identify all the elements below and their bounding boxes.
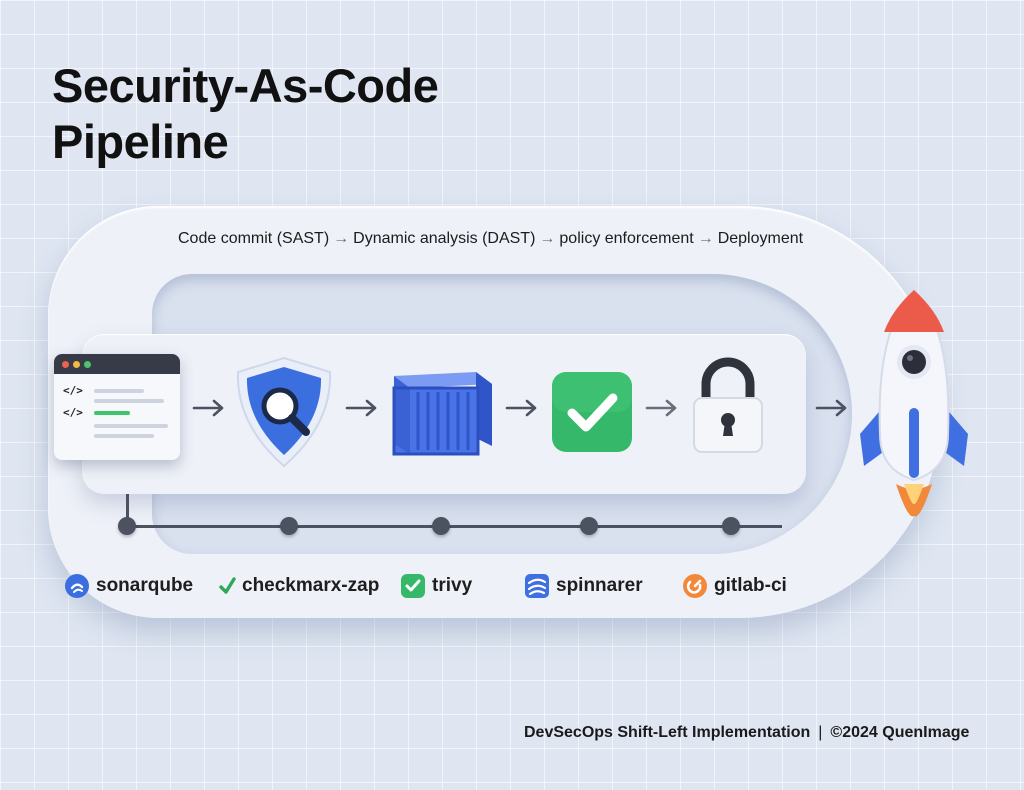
footer-right: ©2024 QuenImage xyxy=(830,724,970,741)
padlock-icon xyxy=(693,357,763,453)
window-close-dot xyxy=(62,361,69,368)
trivy-check-icon xyxy=(401,574,425,598)
sonarqube-icon xyxy=(65,574,89,598)
code-window-icon: </> </> xyxy=(54,354,180,460)
gitlab-icon xyxy=(683,574,707,598)
shield-search-icon xyxy=(236,356,332,468)
code-line xyxy=(94,424,168,428)
tool-label: trivy xyxy=(432,575,473,596)
tool-checkmarx-zap: checkmarx-zap xyxy=(218,572,379,600)
code-line xyxy=(94,434,154,438)
tool-gitlab-ci: gitlab-ci xyxy=(682,572,787,600)
code-line xyxy=(94,399,164,403)
spinnaker-icon xyxy=(525,574,549,598)
flow-arrow: → xyxy=(333,230,350,247)
flow-step-dast: Dynamic analysis (DAST) xyxy=(353,230,536,247)
code-tag-1: </> xyxy=(63,384,83,397)
tool-label: checkmarx-zap xyxy=(242,575,380,596)
tool-label: spinnarer xyxy=(556,575,643,596)
tool-trivy: trivy xyxy=(400,572,472,600)
tool-spinnarer: spinnarer xyxy=(524,572,643,600)
footer-caption: DevSecOps Shift-Left Implementation | ©202… xyxy=(524,724,969,742)
title-line-2: Pipeline xyxy=(52,115,229,168)
timeline-node xyxy=(280,517,298,535)
arrow-right-icon xyxy=(505,399,537,417)
title-line-1: Security-As-Code xyxy=(52,59,439,112)
rocket-icon xyxy=(860,288,968,517)
tool-label: gitlab-ci xyxy=(714,575,787,596)
flow-step-sast: Code commit (SAST) xyxy=(178,230,330,247)
flow-step-policy: policy enforcement xyxy=(559,230,694,247)
arrow-right-icon xyxy=(815,399,847,417)
timeline-node xyxy=(722,517,740,535)
arrow-right-icon xyxy=(345,399,377,417)
timeline-node xyxy=(118,517,136,535)
footer-left: DevSecOps Shift-Left Implementation xyxy=(524,724,811,741)
pipeline-flow-label: Code commit (SAST)→Dynamic analysis (DAS… xyxy=(178,230,803,248)
footer-separator: | xyxy=(818,724,823,741)
page-title: Security-As-Code Pipeline xyxy=(52,58,572,170)
flow-arrow: → xyxy=(697,230,714,247)
arrow-right-icon xyxy=(192,399,224,417)
timeline-node xyxy=(432,517,450,535)
tool-label: sonarqube xyxy=(96,575,194,596)
tool-sonarqube: sonarqube xyxy=(64,572,193,600)
window-maximize-dot xyxy=(84,361,91,368)
code-tag-2: </> xyxy=(63,406,83,419)
flow-step-deployment: Deployment xyxy=(717,230,804,247)
container-icon xyxy=(392,372,492,456)
timeline-stem xyxy=(126,494,129,526)
checkmarx-icon xyxy=(219,577,236,594)
checkmark-icon xyxy=(552,372,632,452)
window-title-bar xyxy=(54,354,180,374)
flow-arrow: → xyxy=(539,230,556,247)
code-line-highlight xyxy=(94,411,130,415)
timeline-track xyxy=(126,525,782,528)
timeline-node xyxy=(580,517,598,535)
window-minimize-dot xyxy=(73,361,80,368)
arrow-right-icon xyxy=(645,399,677,417)
code-line xyxy=(94,389,144,393)
